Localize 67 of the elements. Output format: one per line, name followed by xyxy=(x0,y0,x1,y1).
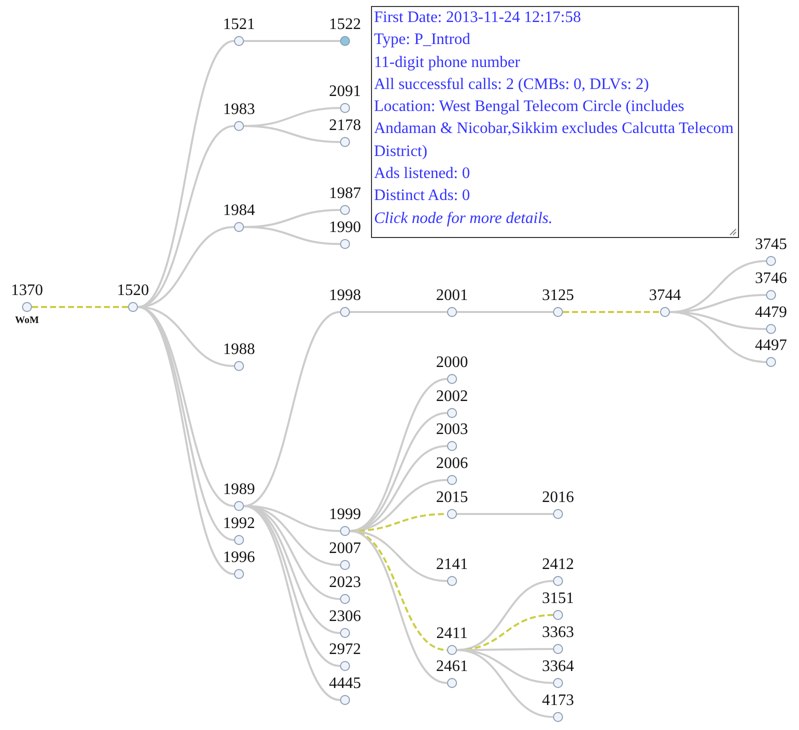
node-label: 4445 xyxy=(329,675,361,693)
node-label: 2007 xyxy=(329,540,361,558)
node-label: 1988 xyxy=(223,341,255,359)
node-label: 2000 xyxy=(436,354,468,372)
node-label: 1996 xyxy=(223,549,255,567)
tree-link xyxy=(350,530,448,684)
info-line: Ads listened: 0 xyxy=(374,164,471,184)
node-label: 1998 xyxy=(329,287,361,305)
node-label: 1983 xyxy=(223,101,255,119)
node-label: 2461 xyxy=(436,658,468,676)
node-label: 2178 xyxy=(329,117,361,135)
node-label: 3125 xyxy=(542,287,574,305)
node-label: 2091 xyxy=(329,83,361,101)
node-label: 2412 xyxy=(542,556,574,574)
info-line: All successful calls: 2 (CMBs: 0, DLVs: 2) xyxy=(374,74,650,95)
tree-link xyxy=(244,226,340,245)
node-label: 1522 xyxy=(329,16,361,34)
tree-link xyxy=(563,311,660,313)
node-label: 1999 xyxy=(329,506,361,524)
info-line: Location: West Bengal Telecom Circle (includes Andaman & Nicobar,Sikkim excludes Calcutta Telecom District) xyxy=(374,97,735,162)
node-label: 1992 xyxy=(223,515,255,533)
info-tooltip xyxy=(371,6,739,238)
tree-link xyxy=(244,505,340,701)
node-label: 4497 xyxy=(755,337,787,355)
tree-link xyxy=(32,306,128,308)
node-label: 2016 xyxy=(542,489,574,507)
tree-link xyxy=(350,378,448,532)
tree-link xyxy=(457,311,553,313)
node-label: 2006 xyxy=(436,455,468,473)
node-label: 2972 xyxy=(329,641,361,659)
tree-link xyxy=(138,125,234,308)
hint-text: Click node for more details. xyxy=(374,208,554,229)
node-label: 2015 xyxy=(436,489,468,507)
node-label: 4173 xyxy=(542,692,574,710)
node-label: 3744 xyxy=(649,287,681,305)
node-label: 2411 xyxy=(436,625,468,643)
info-line: Type: P_Introd xyxy=(374,30,472,50)
node-note: WoM xyxy=(15,315,39,326)
tree-link xyxy=(244,40,340,42)
info-line: First Date: 2013-11-24 12:17:58 xyxy=(374,8,582,28)
node-label: 1984 xyxy=(223,202,255,220)
node-label: 1987 xyxy=(329,185,361,203)
node-label: 3363 xyxy=(542,624,574,642)
node-label: 3151 xyxy=(542,590,574,608)
node-label: 1370 xyxy=(11,282,43,300)
node-label: 2023 xyxy=(329,574,361,592)
node-label: 3746 xyxy=(755,270,787,288)
node-label: 1521 xyxy=(223,16,255,34)
node-label: 1520 xyxy=(117,282,149,300)
tree-link xyxy=(456,649,554,718)
node-label: 2001 xyxy=(436,287,468,305)
node-label: 2306 xyxy=(329,608,361,626)
node-label: 1989 xyxy=(223,481,255,499)
info-line: 11-digit phone number xyxy=(374,52,522,73)
node-label: 2003 xyxy=(436,421,468,439)
node-label: 2002 xyxy=(436,388,468,406)
tree-link xyxy=(244,311,340,507)
tree-link xyxy=(350,311,447,313)
tree-link xyxy=(670,311,766,363)
tree-link xyxy=(457,513,553,515)
node-label: 3745 xyxy=(755,236,787,254)
tree-link xyxy=(244,125,340,143)
node-label: 3364 xyxy=(542,658,574,676)
node-label: 4479 xyxy=(755,304,787,322)
node-label: 2141 xyxy=(436,556,468,574)
info-line: Distinct Ads: 0 xyxy=(374,186,472,206)
node-label: 1990 xyxy=(329,219,361,237)
